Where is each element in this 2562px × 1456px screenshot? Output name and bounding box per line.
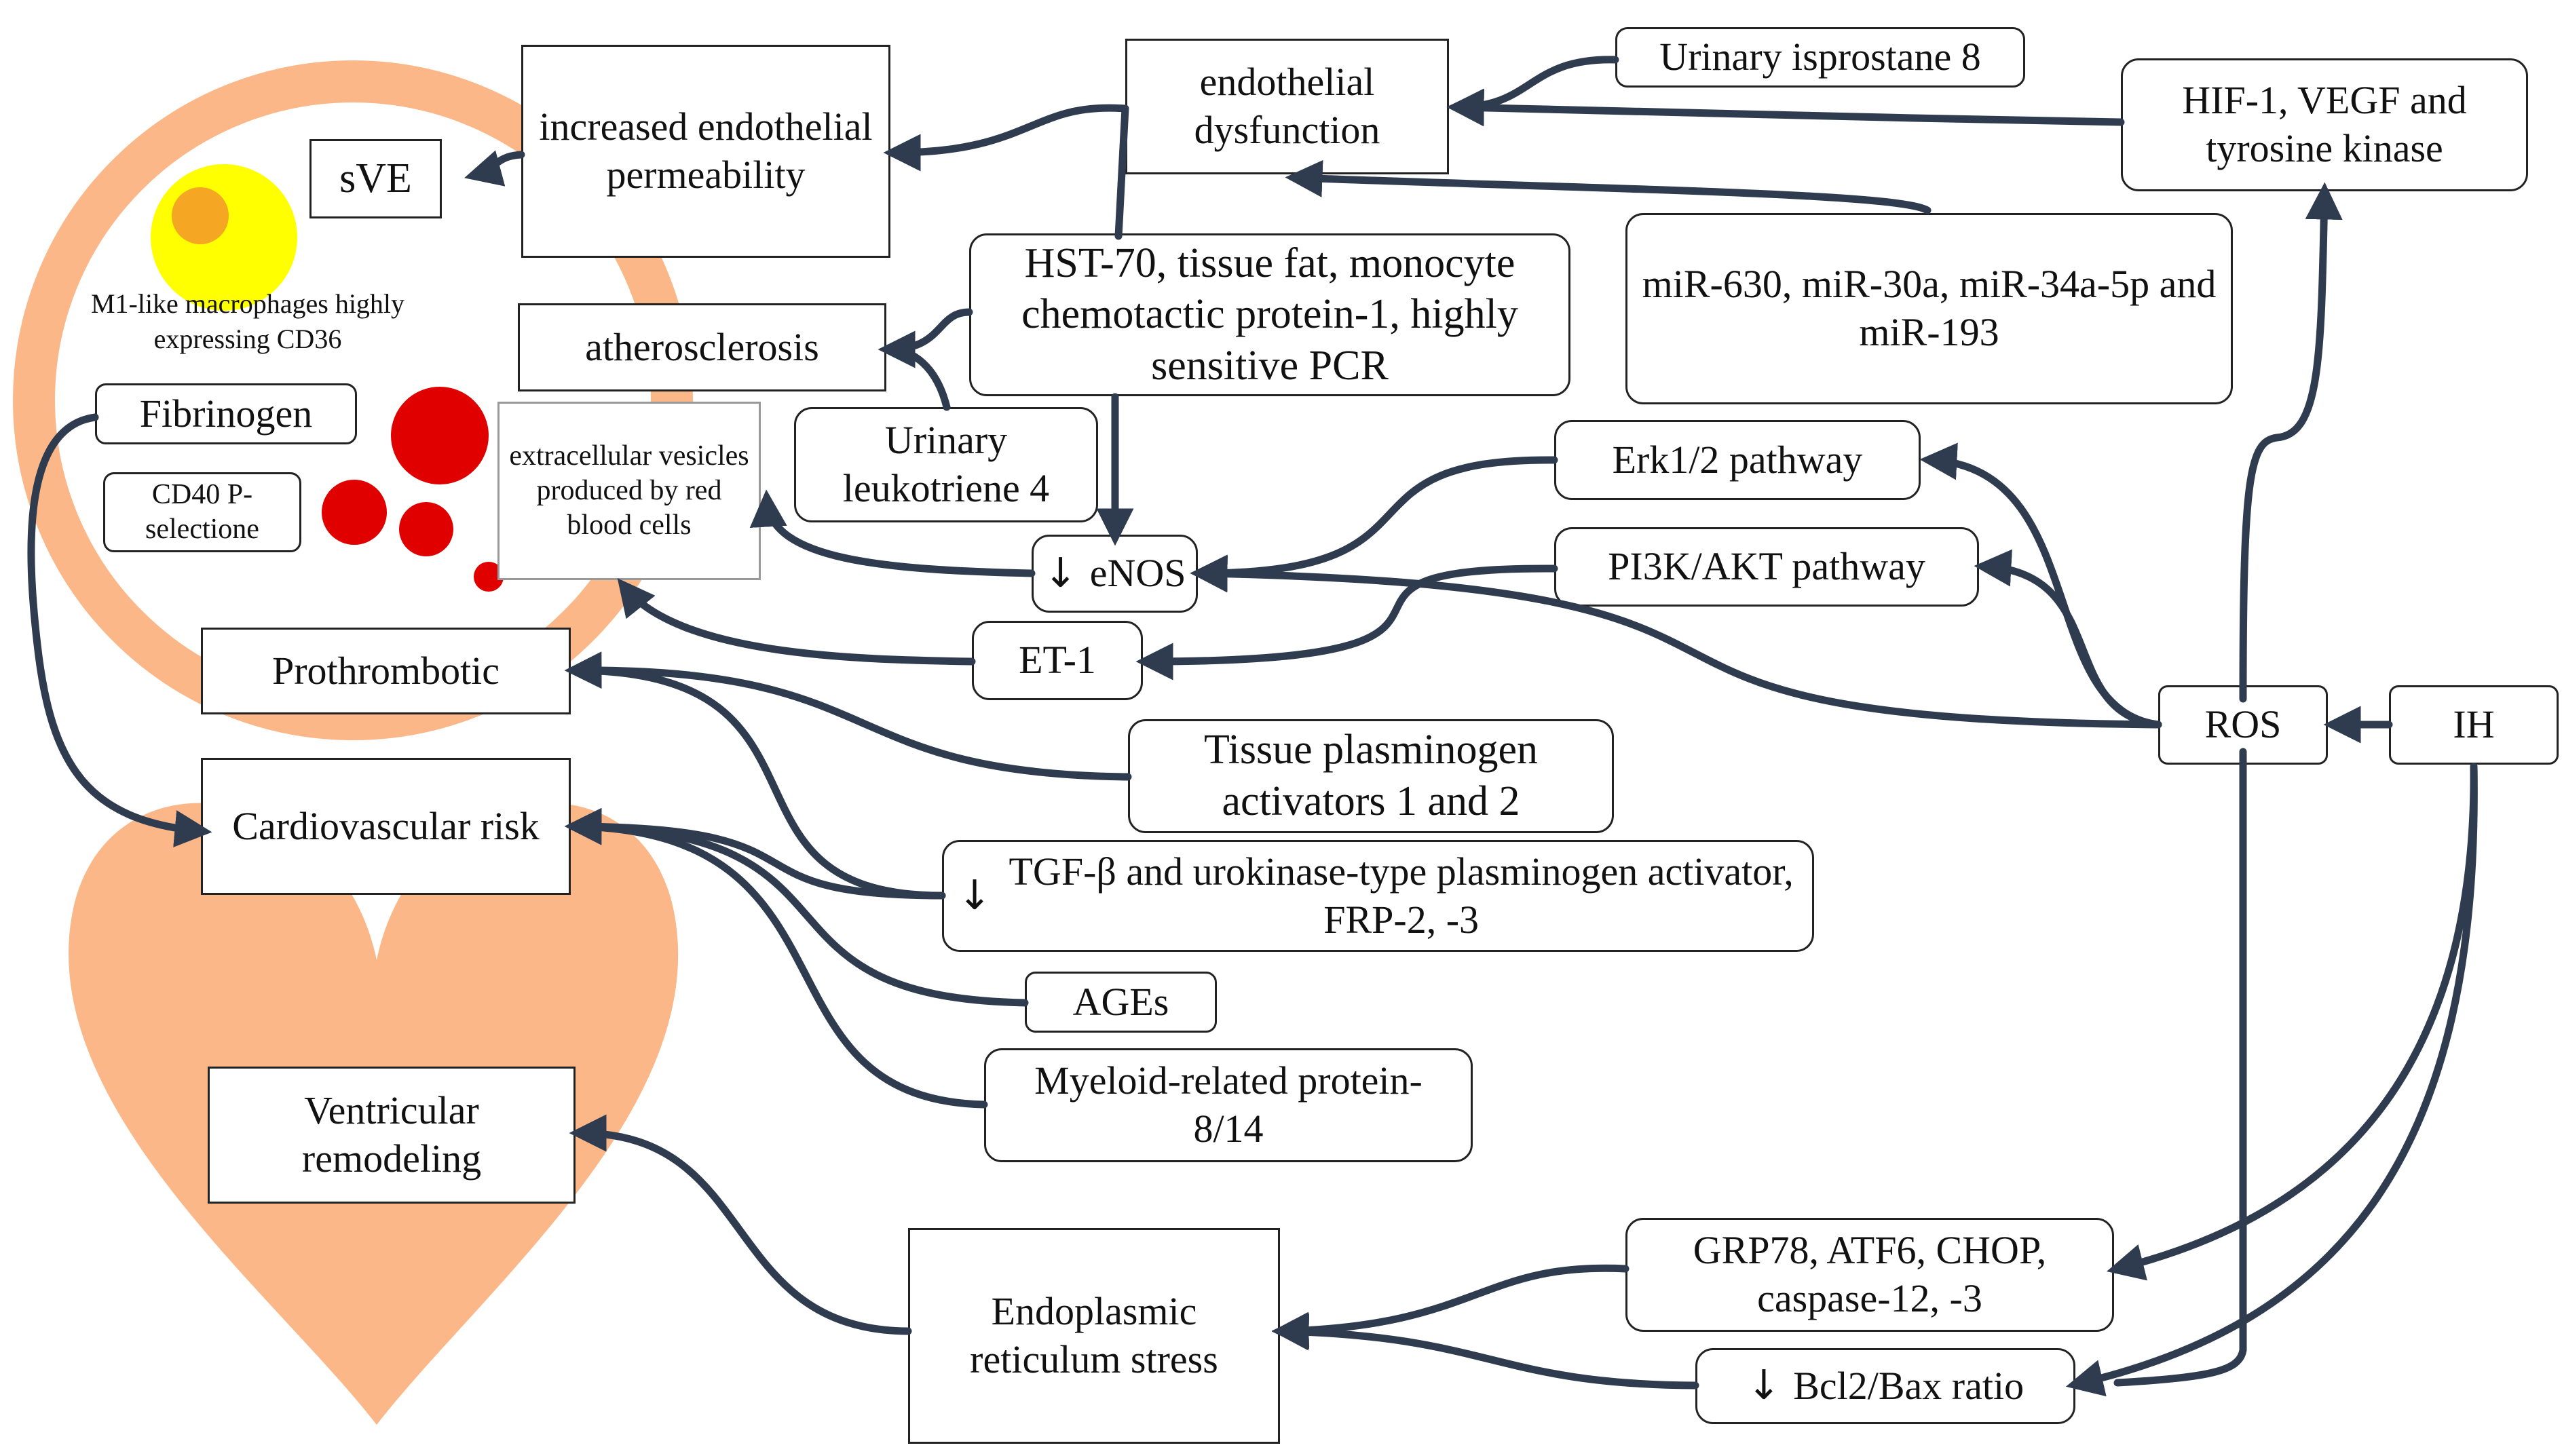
blood-vessel-ring bbox=[13, 60, 693, 740]
ventricular-remodeling-box: Ventricular remodeling bbox=[208, 1067, 576, 1204]
mirna-label: miR-630, miR-30a, miR-34a-5p and miR-193 bbox=[1642, 262, 2217, 354]
myeloid-label: Myeloid-related protein-8/14 bbox=[1034, 1058, 1423, 1151]
er-stress-label: Endoplasmic reticulum stress bbox=[970, 1289, 1218, 1381]
red-blood-cell-small bbox=[399, 502, 453, 556]
tissue-plasminogen-box: Tissue plasminogen activators 1 and 2 bbox=[1128, 719, 1614, 833]
urinary-isoprostane-box: Urinary isprostane 8 bbox=[1615, 27, 2025, 88]
fibrinogen-box: Fibrinogen bbox=[95, 383, 357, 444]
cardiovascular-risk-box: Cardiovascular risk bbox=[201, 758, 571, 895]
endothelial-dysfunction-label: endothelial dysfunction bbox=[1194, 60, 1380, 152]
down-arrow-icon: ↓ bbox=[1043, 549, 1078, 597]
bcl2-label: Bcl2/Bax ratio bbox=[1793, 1363, 2024, 1408]
orange-macrophage-dot bbox=[172, 187, 229, 244]
atherosclerosis-box: atherosclerosis bbox=[518, 303, 886, 391]
sve-label: sVE bbox=[339, 155, 412, 202]
grp78-label: GRP78, ATF6, CHOP, caspase-12, -3 bbox=[1693, 1228, 2047, 1320]
tissue-plasminogen-label: Tissue plasminogen activators 1 and 2 bbox=[1203, 727, 1539, 824]
grp78-box: GRP78, ATF6, CHOP, caspase-12, -3 bbox=[1625, 1218, 2114, 1332]
ros-label: ROS bbox=[2204, 702, 2282, 747]
erk-label: Erk1/2 pathway bbox=[1612, 437, 1863, 482]
extracellular-vesicles-label: extracellular vesicles produced by red b… bbox=[509, 440, 749, 541]
tgf-box: ↓ TGF-β and urokinase-type plasminogen a… bbox=[942, 840, 1814, 952]
pi3k-label: PI3K/AKT pathway bbox=[1608, 544, 1925, 589]
et1-box: ET-1 bbox=[972, 621, 1143, 700]
enos-box: ↓ eNOS bbox=[1032, 535, 1198, 613]
endothelial-dysfunction-box: endothelial dysfunction bbox=[1125, 39, 1449, 174]
cardiovascular-risk-label: Cardiovascular risk bbox=[232, 803, 540, 848]
enos-label: eNOS bbox=[1089, 551, 1186, 596]
macrophages-label: M1-like macrophages highly expressing CD… bbox=[90, 288, 405, 354]
prothrombotic-box: Prothrombotic bbox=[201, 628, 571, 714]
bcl2-box: ↓ Bcl2/Bax ratio bbox=[1695, 1348, 2075, 1424]
down-arrow-icon: ↓ bbox=[958, 871, 992, 919]
cd40-box: CD40 P-selectione bbox=[103, 472, 301, 552]
er-stress-box: Endoplasmic reticulum stress bbox=[908, 1228, 1280, 1444]
down-arrow-icon: ↓ bbox=[1746, 1362, 1782, 1410]
urinary-leukotriene-box: Urinary leukotriene 4 bbox=[794, 407, 1098, 522]
red-blood-cell-tiny bbox=[474, 562, 504, 592]
myeloid-box: Myeloid-related protein-8/14 bbox=[984, 1048, 1473, 1162]
ih-label: IH bbox=[2453, 702, 2495, 747]
pi3k-box: PI3K/AKT pathway bbox=[1554, 527, 1979, 607]
hst70-box: HST-70, tissue fat, monocyte chemotactic… bbox=[969, 233, 1570, 396]
sve-box: sVE bbox=[309, 139, 442, 218]
mirna-box: miR-630, miR-30a, miR-34a-5p and miR-193 bbox=[1625, 213, 2233, 404]
urinary-isoprostane-label: Urinary isprostane 8 bbox=[1659, 35, 1981, 79]
fibrinogen-label: Fibrinogen bbox=[139, 391, 313, 436]
increased-permeability-box: increased endothelial permeability bbox=[521, 45, 890, 258]
urinary-leukotriene-label: Urinary leukotriene 4 bbox=[842, 418, 1050, 510]
red-blood-cell-large bbox=[391, 387, 489, 484]
extracellular-vesicles-box: extracellular vesicles produced by red b… bbox=[497, 402, 761, 580]
erk-box: Erk1/2 pathway bbox=[1554, 420, 1921, 500]
ros-box: ROS bbox=[2158, 685, 2328, 765]
hif1-label: HIF-1, VEGF and tyrosine kinase bbox=[2182, 78, 2467, 170]
ages-label: AGEs bbox=[1072, 979, 1169, 1024]
red-blood-cell-medium bbox=[322, 480, 387, 545]
prothrombotic-label: Prothrombotic bbox=[271, 648, 500, 693]
increased-permeability-label: increased endothelial permeability bbox=[539, 104, 873, 197]
hif1-box: HIF-1, VEGF and tyrosine kinase bbox=[2121, 58, 2528, 191]
et1-label: ET-1 bbox=[1019, 638, 1096, 683]
cd40-label: CD40 P-selectione bbox=[145, 478, 259, 545]
ih-box: IH bbox=[2389, 685, 2559, 765]
hst70-label: HST-70, tissue fat, monocyte chemotactic… bbox=[1021, 240, 1518, 389]
tgf-label: TGF-β and urokinase-type plasminogen act… bbox=[1009, 849, 1794, 942]
ventricular-remodeling-label: Ventricular remodeling bbox=[301, 1088, 482, 1181]
ages-box: AGEs bbox=[1025, 972, 1217, 1033]
atherosclerosis-label: atherosclerosis bbox=[585, 324, 819, 369]
